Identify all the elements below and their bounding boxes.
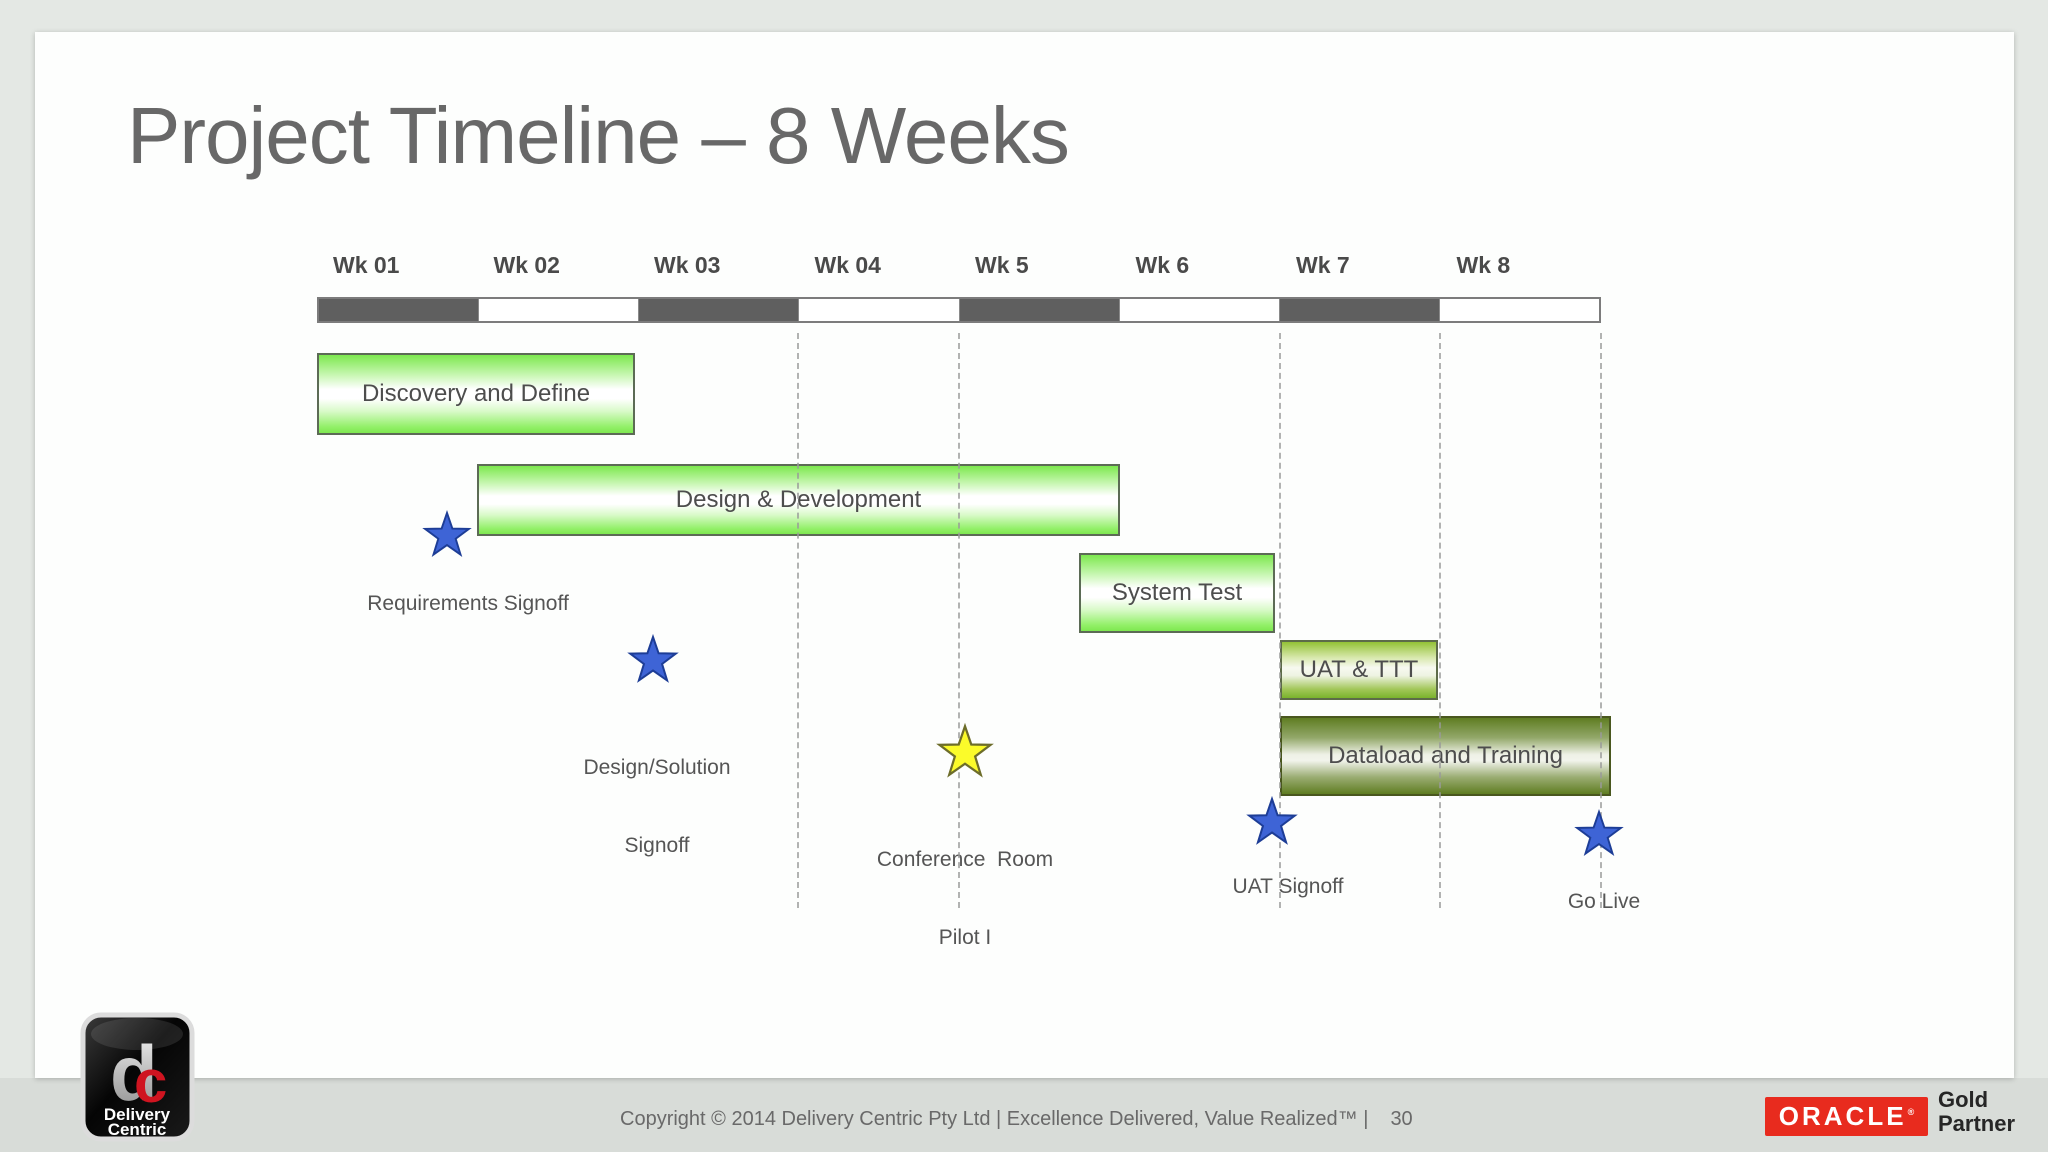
milestone-label-requirements-signoff: Requirements Signoff — [367, 592, 569, 615]
gridline-wk3-wk4 — [797, 333, 799, 908]
milestone-label-go-live: Go Live — [1567, 890, 1641, 913]
week-strip-segment-4 — [799, 299, 960, 321]
oracle-wordmark: ORACLE — [1778, 1101, 1907, 1131]
week-label-2: Wk 02 — [493, 252, 560, 278]
milestone-star-uat-signoff — [1246, 795, 1298, 845]
task-bar-system-test: System Test — [1079, 553, 1275, 633]
oracle-partner-line2: Partner — [1938, 1111, 2016, 1136]
gridline-wk4-wk5 — [958, 333, 960, 908]
milestone-star-design-solution-signoff — [627, 633, 679, 683]
oracle-logo: ORACLE® — [1765, 1097, 1928, 1136]
slide-title: Project Timeline – 8 Weeks — [127, 91, 1070, 180]
task-bar-uat-and-ttt: UAT & TTT — [1280, 640, 1438, 700]
gridline-wk7-wk8 — [1439, 333, 1441, 908]
week-label-4: Wk 04 — [814, 252, 881, 278]
week-strip-segment-3 — [639, 299, 800, 321]
week-label-8: Wk 8 — [1456, 252, 1511, 278]
week-strip-segment-8 — [1439, 299, 1599, 321]
week-label-6: Wk 6 — [1135, 252, 1190, 278]
week-strip-segment-5 — [959, 299, 1120, 321]
milestone-star-go-live — [1574, 808, 1624, 856]
week-strip-segment-1 — [319, 299, 480, 321]
milestone-label-line1: Design/Solution — [583, 756, 731, 779]
milestone-star-conference-room-pilot — [936, 722, 994, 778]
footer-copyright: Copyright © 2014 Delivery Centric Pty Lt… — [620, 1108, 1413, 1131]
week-strip-segment-7 — [1279, 299, 1440, 321]
slide-canvas: Project Timeline – 8 Weeks — [35, 32, 2014, 1078]
delivery-centric-logo: d c Delivery Centric — [80, 1012, 195, 1142]
week-label-1: Wk 01 — [333, 252, 400, 278]
dc-logo-line1: Delivery — [104, 1105, 171, 1124]
week-label-3: Wk 03 — [654, 252, 721, 278]
oracle-partner-line1: Gold — [1938, 1087, 1989, 1112]
dc-monogram-c: c — [134, 1048, 167, 1115]
week-strip — [317, 297, 1601, 323]
dc-monogram-d: d — [110, 1029, 158, 1117]
task-bar-discovery-and-define: Discovery and Define — [317, 353, 635, 435]
milestone-label-uat-signoff: UAT Signoff — [1232, 875, 1344, 898]
oracle-registered-mark: ® — [1907, 1106, 1915, 1117]
milestone-label-line2: Pilot I — [938, 926, 992, 949]
week-strip-segment-2 — [479, 299, 640, 321]
oracle-partner-level: Gold Partner — [1938, 1088, 2048, 1136]
milestone-label-design-solution-signoff: Design/Solution Signoff — [527, 703, 787, 911]
milestone-label-conference-room-pilot: Conference Room Pilot I — [835, 795, 1095, 1003]
gridline-wk8-end — [1600, 333, 1602, 908]
week-label-7: Wk 7 — [1296, 252, 1350, 278]
dc-logo-line2: Centric — [108, 1120, 167, 1139]
week-label-5: Wk 5 — [975, 252, 1029, 278]
task-bar-dataload-and-training: Dataload and Training — [1280, 716, 1611, 796]
page-number: 30 — [1390, 1108, 1413, 1130]
milestone-star-requirements-signoff — [422, 509, 472, 557]
gridline-wk6-wk7 — [1279, 333, 1281, 908]
milestone-label-line1: Conference Room — [876, 848, 1054, 871]
milestone-label-line2: Signoff — [624, 834, 690, 857]
week-strip-segment-6 — [1119, 299, 1280, 321]
footer-band — [0, 1078, 2048, 1152]
footer-copyright-text: Copyright © 2014 Delivery Centric Pty Lt… — [620, 1108, 1369, 1130]
